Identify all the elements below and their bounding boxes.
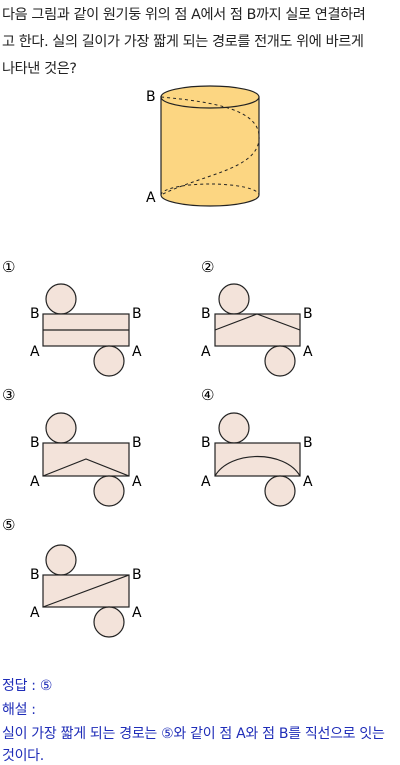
option-4-label-a-left: A xyxy=(201,474,211,490)
option-3-label-a-left: A xyxy=(30,474,40,490)
option-3-label-a-right: A xyxy=(132,474,142,490)
option-2-bottom-circle xyxy=(264,345,296,377)
option-1-label-b-left: B xyxy=(30,306,40,322)
option-3-top-circle xyxy=(45,412,77,444)
option-4-path xyxy=(214,456,301,477)
option-1[interactable]: ① B B A A xyxy=(2,258,142,377)
cylinder-label-b: B xyxy=(146,89,156,105)
question-line-1: 다음 그림과 같이 원기둥 위의 점 A에서 점 B까지 실로 연결하려 xyxy=(2,7,366,23)
option-2-net-rect xyxy=(214,313,301,347)
option-3[interactable]: ③ B B A A xyxy=(2,386,142,507)
cylinder-top-ellipse xyxy=(160,85,260,109)
option-3-path xyxy=(42,458,130,477)
option-2[interactable]: ② B B A A xyxy=(201,258,313,377)
option-1-label-b-right: B xyxy=(132,306,142,322)
explanation-line-2: 것이다. xyxy=(2,748,44,764)
option-2-label-b-left: B xyxy=(201,306,211,322)
question-line-3: 나타낸 것은? xyxy=(2,61,77,77)
option-3-bottom-circle xyxy=(93,475,125,507)
cylinder-label-a: A xyxy=(146,190,156,206)
option-5-label-a-left: A xyxy=(30,605,40,621)
option-1-number: ① xyxy=(2,258,15,276)
cylinder-figure: B A xyxy=(146,85,260,207)
option-4-net-rect xyxy=(214,442,301,477)
option-5-label-a-right: A xyxy=(132,605,142,621)
option-5-path xyxy=(42,574,130,608)
option-3-number: ③ xyxy=(2,386,15,404)
explanation-line-1: 실이 가장 짧게 되는 경로는 ⑤와 같이 점 A와 점 B를 직선으로 잇는 xyxy=(2,726,385,742)
option-4-number: ④ xyxy=(201,386,214,404)
option-2-label-b-right: B xyxy=(303,306,313,322)
option-4-top-circle xyxy=(218,412,250,444)
option-1-label-a-left: A xyxy=(30,344,40,360)
option-1-label-a-right: A xyxy=(132,344,142,360)
option-2-label-a-left: A xyxy=(201,344,211,360)
option-5-label-b-right: B xyxy=(132,567,142,583)
option-2-top-circle xyxy=(218,283,250,315)
option-5-bottom-circle xyxy=(93,606,125,638)
explanation-label: 해설 : xyxy=(2,702,36,718)
option-2-label-a-right: A xyxy=(303,344,313,360)
answer-label: 정답 : ⑤ xyxy=(2,678,53,694)
option-3-label-b-left: B xyxy=(30,435,40,451)
question-text: 다음 그림과 같이 원기둥 위의 점 A에서 점 B까지 실로 연결하려 고 한… xyxy=(2,2,398,83)
option-2-path xyxy=(214,313,301,331)
option-5-top-circle xyxy=(45,544,77,576)
option-4-label-b-right: B xyxy=(303,435,313,451)
option-4-bottom-circle xyxy=(264,475,296,507)
question-line-2: 고 한다. 실의 길이가 가장 짧게 되는 경로를 전개도 위에 바르게 xyxy=(2,34,364,50)
option-4-label-b-left: B xyxy=(201,435,211,451)
option-4[interactable]: ④ B B A A xyxy=(201,386,313,507)
option-5[interactable]: ⑤ B B A A xyxy=(2,516,142,638)
option-5-label-b-left: B xyxy=(30,567,40,583)
option-1-bottom-circle xyxy=(93,345,125,377)
option-2-number: ② xyxy=(201,258,214,276)
option-1-top-circle xyxy=(45,283,77,315)
option-3-label-b-right: B xyxy=(132,435,142,451)
option-5-number: ⑤ xyxy=(2,516,15,534)
cylinder-string-path xyxy=(160,96,260,196)
option-4-label-a-right: A xyxy=(303,474,313,490)
